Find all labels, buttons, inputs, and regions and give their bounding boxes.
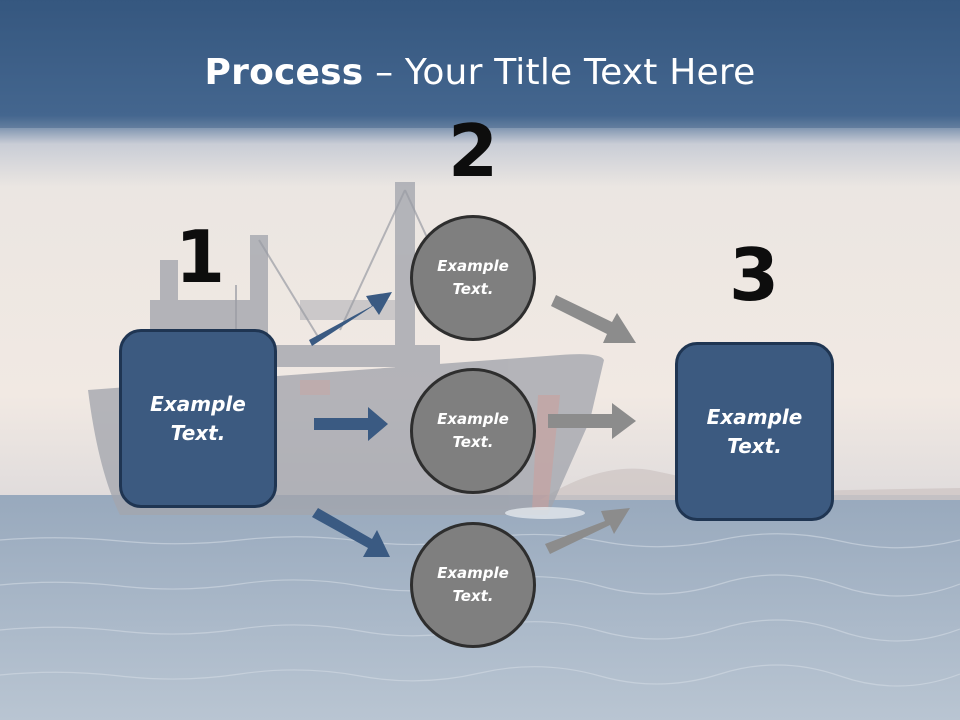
- right-box: Example Text.: [675, 342, 834, 521]
- step-number-3: 3: [728, 233, 780, 317]
- slide-title: Process – Your Title Text Here: [0, 52, 960, 93]
- step-number-1: 1: [174, 215, 226, 299]
- right-box-text: Example Text.: [706, 404, 803, 458]
- arrow-down-right-blue: [312, 508, 390, 557]
- circle-middle: Example Text.: [410, 368, 536, 494]
- left-box: Example Text.: [119, 329, 277, 508]
- arrow-down-right-gray: [551, 295, 636, 343]
- circle-bottom-text: Example Text.: [437, 564, 509, 605]
- title-bold: Process: [204, 52, 364, 93]
- arrow-right-gray: [548, 403, 636, 439]
- left-box-text: Example Text.: [150, 391, 246, 445]
- arrow-right-blue: [314, 407, 388, 441]
- arrow-up-right-gray: [545, 508, 630, 554]
- circle-middle-text: Example Text.: [437, 410, 509, 451]
- circle-top: Example Text.: [410, 215, 536, 341]
- title-rest: – Your Title Text Here: [363, 52, 756, 93]
- arrow-up-right-blue: [309, 292, 392, 346]
- step-number-2: 2: [447, 109, 499, 193]
- circle-bottom: Example Text.: [410, 522, 536, 648]
- circle-top-text: Example Text.: [437, 257, 509, 298]
